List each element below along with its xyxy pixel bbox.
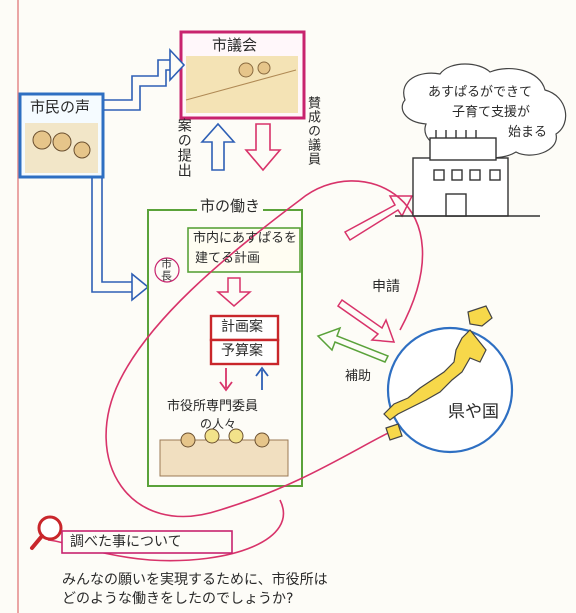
arrow-committee-to-draft [255, 366, 269, 390]
bubble-line3: 始まる [508, 125, 548, 140]
footer-question-line2: どのような働きをしたのでしょうか? [62, 591, 294, 607]
council-box [179, 30, 306, 120]
citizens-title: 市民の声 [30, 98, 91, 116]
application-label: 申請 [372, 279, 400, 295]
committee-line1: 市役所専門委員 [167, 399, 259, 414]
arrow-citizens-to-city [91, 178, 150, 302]
approval-label: 賛成の議員 [305, 96, 320, 166]
plan-box [187, 227, 301, 273]
magnifier-icon [30, 515, 63, 550]
arrow-application [336, 298, 396, 343]
committee-line2: の人々 [200, 417, 237, 431]
arrow-draft-to-committee [219, 368, 233, 392]
plan-line2: 建てる計画 [195, 251, 261, 266]
mayor-mark [154, 257, 180, 283]
speech-bubble [401, 63, 567, 159]
footer-question-line1: みんなの願いを実現するために、市役所は [62, 572, 328, 588]
hokkaido [467, 305, 493, 327]
footer-heading: 調べた事について [70, 534, 182, 550]
arrow-city-to-facility [343, 195, 414, 242]
prefecture-label: 県や国 [448, 402, 499, 422]
budget-label: 予算案 [221, 343, 263, 359]
arrow-proposal [200, 122, 236, 171]
plan-line1: 市内にあすぱるを [193, 231, 298, 246]
proposal-label: 案の提出 [175, 118, 192, 178]
city-work-title: 市の働き [197, 198, 264, 215]
arrow-citizens-to-council [104, 47, 186, 111]
prefecture-circle [386, 326, 514, 454]
building-sketch [395, 130, 540, 217]
committee-sketch [159, 428, 289, 477]
footer-heading-box [61, 530, 233, 554]
bubble-line1: あすぱるができて [428, 85, 533, 100]
bubble-line2: 子育て支援が [452, 105, 531, 120]
draft-box [209, 314, 280, 342]
loop-line [105, 180, 424, 518]
arrow-plan-to-draft [216, 277, 252, 307]
arrow-subsidy [316, 326, 390, 363]
citizens-box [18, 92, 105, 179]
draft-label: 計画案 [221, 319, 263, 335]
council-title: 市議会 [212, 36, 258, 54]
budget-box [209, 338, 280, 366]
mayor-label: 市長 [159, 258, 173, 282]
japan-map [383, 329, 487, 421]
arrow-approval [244, 123, 282, 172]
subsidy-label: 補助 [345, 369, 372, 384]
kyushu [385, 423, 403, 441]
